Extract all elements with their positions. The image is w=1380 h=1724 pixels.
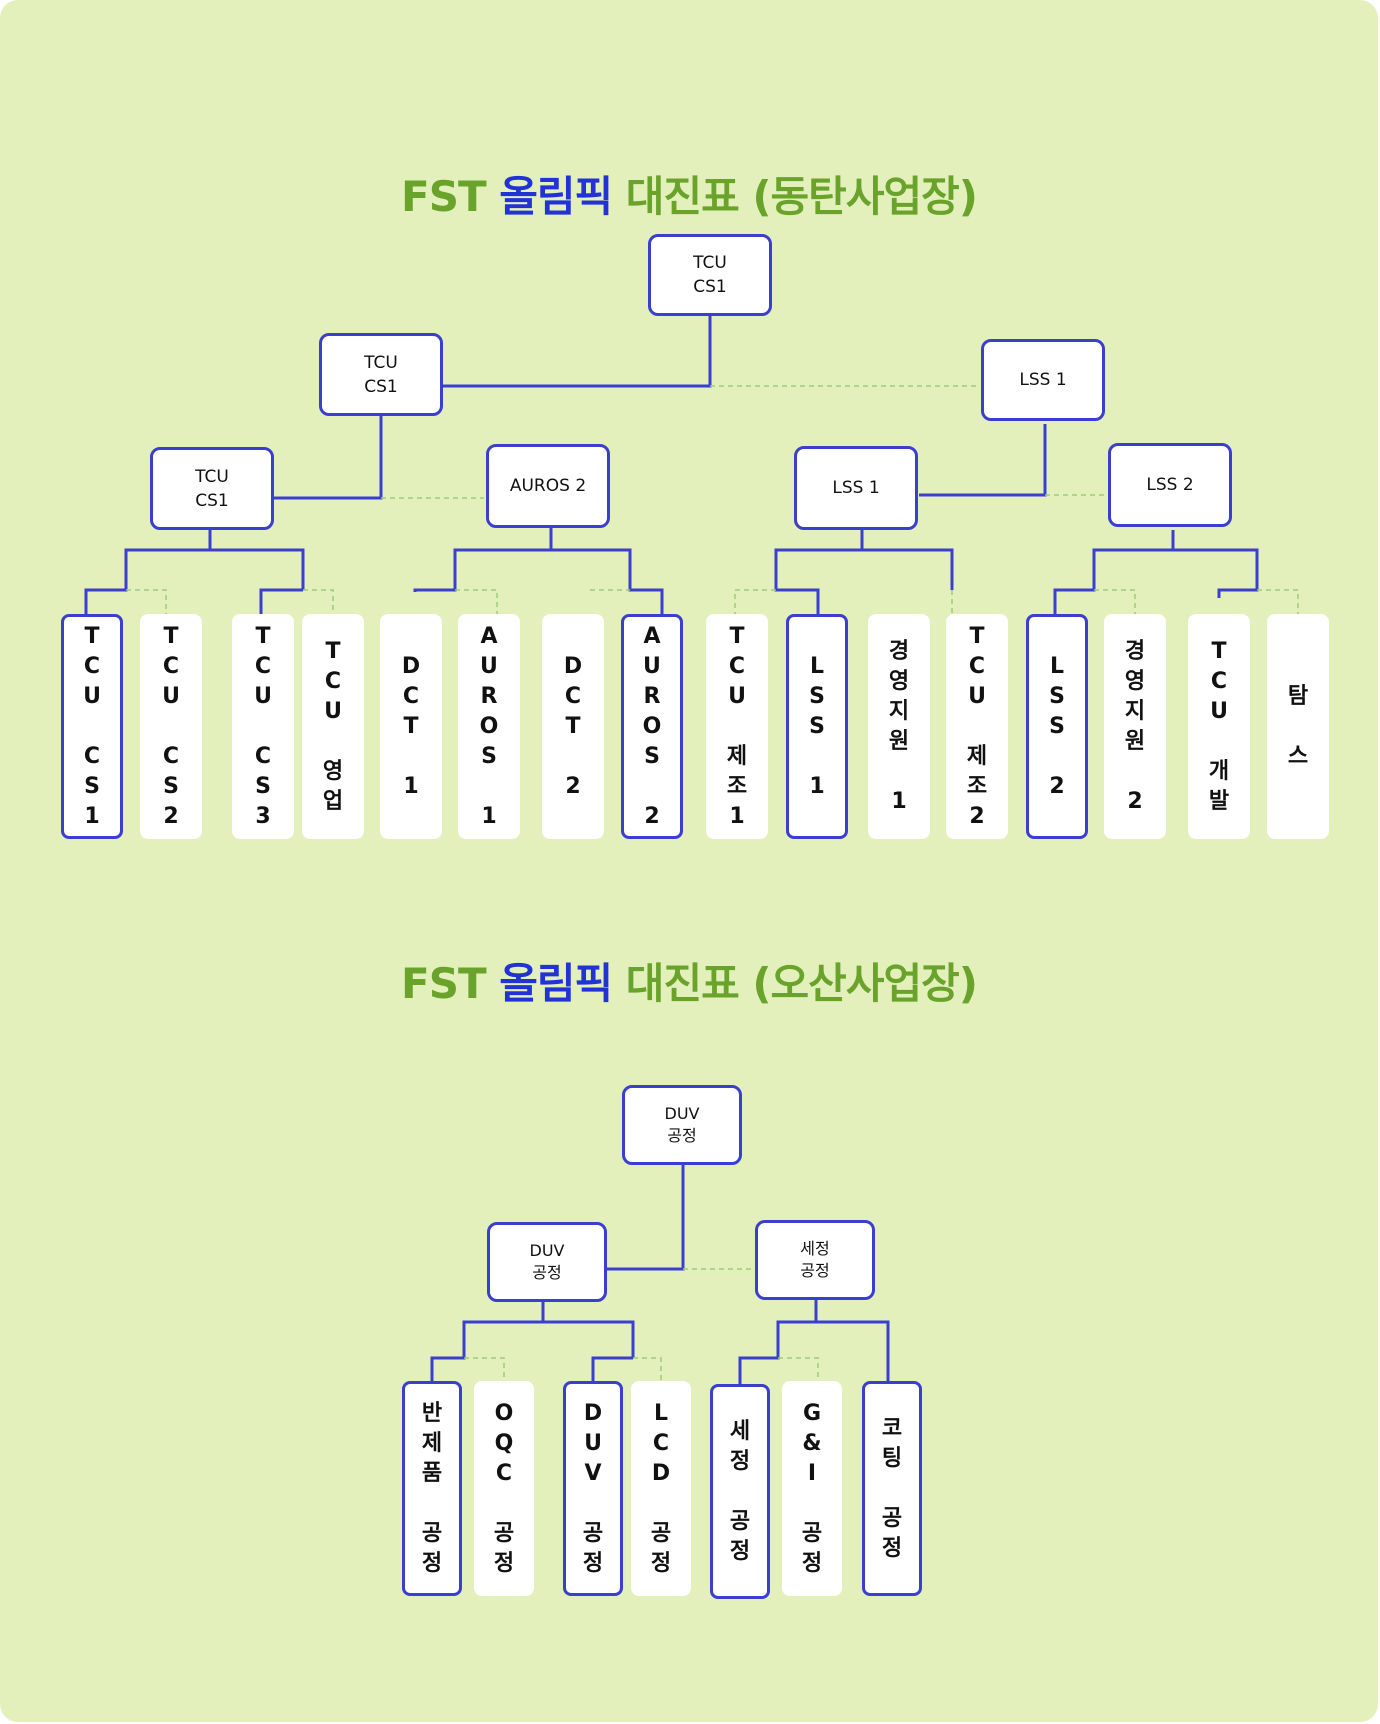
- dongtan-team-6: A U R O S 1: [458, 614, 520, 839]
- dongtan-team-4: T C U 영 업: [302, 614, 364, 839]
- dongtan-semi-right-box: LSS 1: [981, 339, 1105, 421]
- osan-team-4: L C D 공 정: [631, 1381, 691, 1596]
- dongtan-team-3: T C U C S 3: [232, 614, 294, 839]
- osan-title: FST 올림픽 대진표 (오산사업장): [401, 959, 978, 1008]
- dongtan-team-11: 경 영 지 원 1: [868, 614, 930, 839]
- osan-team-2: O Q C 공 정: [474, 1381, 534, 1596]
- dongtan-final-box: TCU CS1: [648, 234, 772, 316]
- dongtan-semi-left-box: TCU CS1: [319, 333, 443, 416]
- dongtan-team-9: T C U 제 조 1: [706, 614, 768, 839]
- dongtan-team-7: D C T 2: [542, 614, 604, 839]
- osan-team-6: G & I 공 정: [782, 1381, 842, 1596]
- osan-team-3: D U V 공 정: [563, 1381, 623, 1596]
- dongtan-team-15: T C U 개 발: [1188, 614, 1250, 839]
- dongtan-team-13: L S S 2: [1026, 614, 1088, 839]
- dongtan-quarter-box-3: LSS 1: [794, 446, 918, 530]
- dongtan-team-16: 탐 스: [1267, 614, 1329, 839]
- dongtan-title: FST 올림픽 대진표 (동탄사업장): [401, 172, 978, 221]
- osan-team-7: 코 팅 공 정: [862, 1381, 922, 1596]
- dongtan-team-10: L S S 1: [786, 614, 848, 839]
- dongtan-team-14: 경 영 지 원 2: [1104, 614, 1166, 839]
- osan-semi-box-1: DUV 공정: [487, 1222, 607, 1302]
- osan-semi-box-2: 세정 공정: [755, 1220, 875, 1300]
- osan-team-1: 반 제 품 공 정: [402, 1381, 462, 1596]
- dongtan-team-1: T C U C S 1: [61, 614, 123, 839]
- dongtan-quarter-box-1: TCU CS1: [150, 447, 274, 530]
- osan-final-box: DUV 공정: [622, 1085, 742, 1165]
- dongtan-quarter-box-2: AUROS 2: [486, 444, 610, 528]
- dongtan-team-8: A U R O S 2: [621, 614, 683, 839]
- dongtan-quarter-box-4: LSS 2: [1108, 443, 1232, 527]
- dongtan-team-5: D C T 1: [380, 614, 442, 839]
- dongtan-team-2: T C U C S 2: [140, 614, 202, 839]
- osan-team-5: 세 정 공 정: [710, 1384, 770, 1599]
- dongtan-team-12: T C U 제 조 2: [946, 614, 1008, 839]
